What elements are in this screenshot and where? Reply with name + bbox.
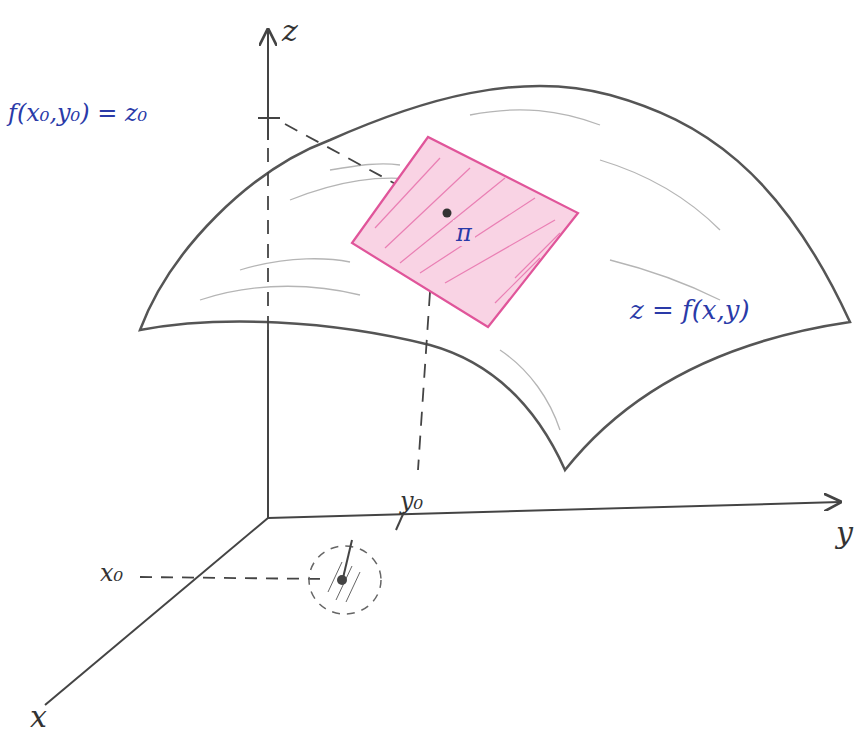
axis-label: y <box>836 516 853 549</box>
z0-tick <box>258 117 280 119</box>
tangent-plane: π <box>345 128 590 334</box>
axis-label: x <box>30 700 47 733</box>
point-value-label: f(x₀,y₀) = z₀ <box>8 100 147 126</box>
tangent-point <box>443 209 452 218</box>
x0-guide <box>140 577 325 579</box>
surface-equation: z = f(x,y) <box>630 296 750 325</box>
plane-hatching <box>375 158 560 303</box>
plane-label: π <box>453 220 475 246</box>
axis-label: z <box>282 14 298 47</box>
neighbourhood-hatching <box>328 562 360 602</box>
axes <box>45 30 840 705</box>
surface <box>140 86 850 470</box>
y0-tick <box>396 512 404 530</box>
vertical-guide <box>418 292 430 470</box>
coordinate-label: x₀ <box>100 560 123 586</box>
surface-shading <box>200 110 720 430</box>
z-axis-hidden <box>267 140 269 330</box>
coordinate-label: y₀ <box>400 488 423 514</box>
plane-outline <box>352 137 578 327</box>
neighbourhood-disc <box>309 546 381 614</box>
base-stem <box>343 540 352 578</box>
base-point <box>337 575 347 585</box>
